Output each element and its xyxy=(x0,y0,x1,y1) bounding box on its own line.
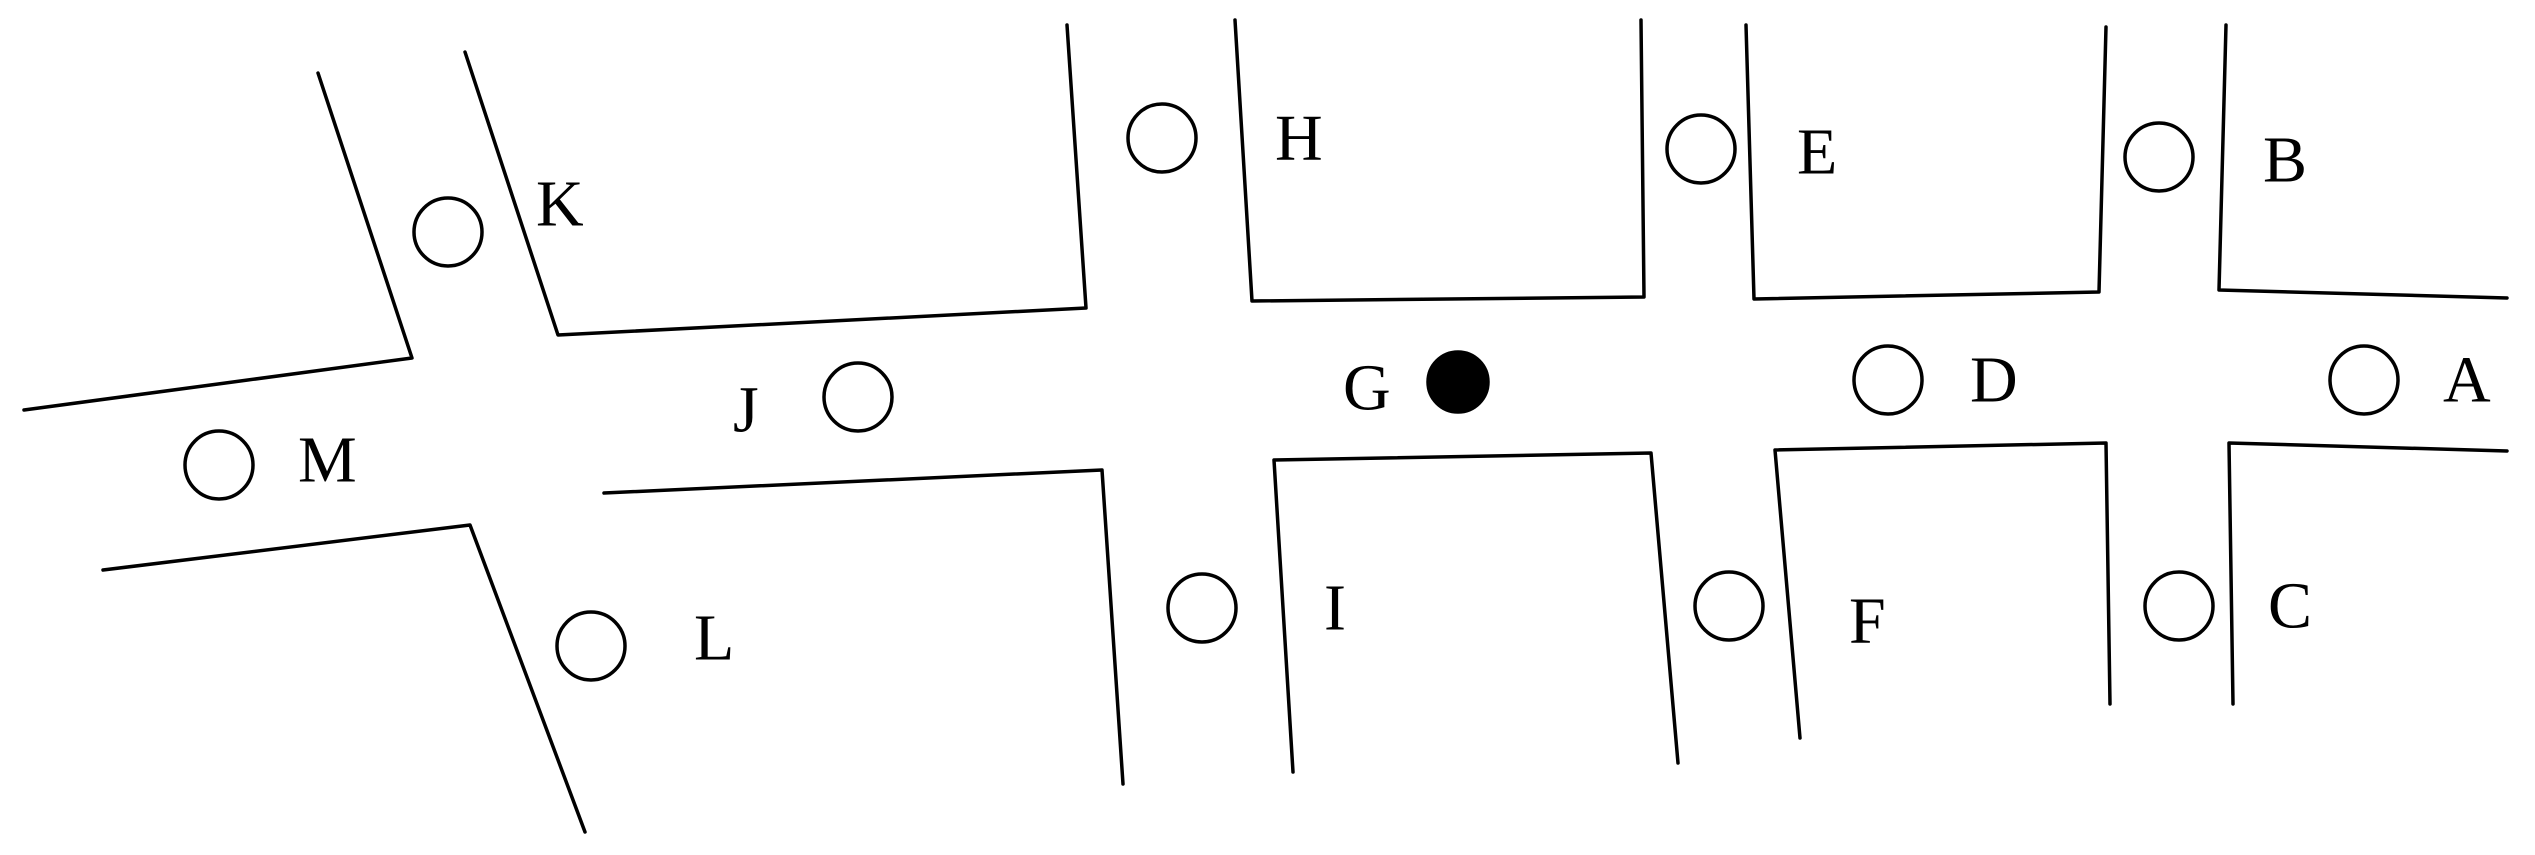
node-a-label: A xyxy=(2443,344,2491,417)
node-m: M xyxy=(183,424,357,501)
node-f-circle xyxy=(1693,570,1765,642)
node-l-label: L xyxy=(694,602,734,675)
node-k-label: K xyxy=(536,168,584,241)
node-l-circle xyxy=(555,610,627,682)
node-b-circle xyxy=(2123,121,2195,193)
street-edge-b-block xyxy=(2217,23,2509,300)
node-f-label: F xyxy=(1849,585,1886,658)
node-h-label: H xyxy=(1275,102,1323,175)
node-j-circle xyxy=(822,361,894,433)
street-edge-f-block xyxy=(1773,441,2112,740)
node-c: C xyxy=(2143,570,2312,643)
node-i-circle xyxy=(1166,572,1238,644)
node-h: H xyxy=(1126,102,1323,175)
node-e: E xyxy=(1665,113,1837,189)
node-b-label: B xyxy=(2263,124,2307,197)
node-m-circle xyxy=(183,429,255,501)
node-c-circle xyxy=(2143,570,2215,642)
street-edge-l-right xyxy=(602,468,1125,786)
node-a-circle xyxy=(2328,344,2400,416)
street-edge-k-right xyxy=(463,23,1088,337)
node-d-circle xyxy=(1852,344,1924,416)
street-edge-k-left xyxy=(22,71,414,412)
node-c-label: C xyxy=(2268,570,2312,643)
node-k-circle xyxy=(412,196,484,268)
node-g-circle xyxy=(1426,350,1490,414)
node-d-label: D xyxy=(1970,344,2018,417)
node-j-label: J xyxy=(733,374,759,447)
node-m-label: M xyxy=(298,424,357,497)
node-g: G xyxy=(1343,350,1490,425)
node-j: J xyxy=(733,361,894,447)
node-l: L xyxy=(555,602,734,682)
street-edge-i-block xyxy=(1272,451,1680,774)
node-h-circle xyxy=(1126,102,1198,174)
node-i-label: I xyxy=(1324,572,1346,645)
node-d: D xyxy=(1852,344,2018,417)
node-k: K xyxy=(412,168,584,268)
node-e-label: E xyxy=(1797,116,1837,189)
node-g-label: G xyxy=(1343,352,1391,425)
street-edge-e-block xyxy=(1744,23,2108,301)
node-b: B xyxy=(2123,121,2307,197)
nodes: A B C D E F G H xyxy=(183,102,2491,682)
node-f: F xyxy=(1693,570,1886,658)
node-a: A xyxy=(2328,344,2491,417)
street-lines xyxy=(22,18,2509,834)
node-e-circle xyxy=(1665,113,1737,185)
node-i: I xyxy=(1166,572,1346,645)
street-edge-h-block xyxy=(1233,18,1646,303)
street-edge-l-left xyxy=(101,523,587,834)
street-edge-c-block xyxy=(2227,441,2509,706)
